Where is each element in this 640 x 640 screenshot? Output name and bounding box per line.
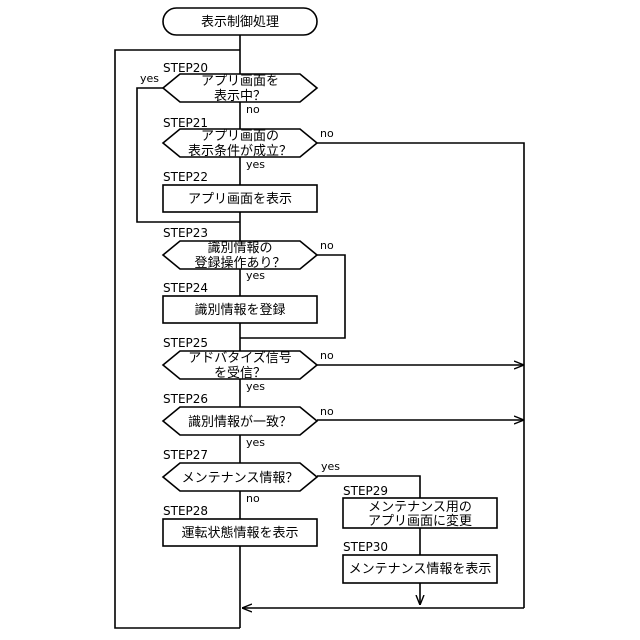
step27-no-label: no xyxy=(246,492,260,505)
step23-text-line2: 登録操作あり？ xyxy=(194,255,285,271)
step21-decision: STEP21 アプリ画面の 表示条件が成立？ no yes xyxy=(163,116,334,171)
step24-id: STEP24 xyxy=(163,281,208,295)
step27-decision: STEP27 メンテナンス情報？ yes no xyxy=(163,448,340,505)
step22-id: STEP22 xyxy=(163,170,208,184)
step23-text-line1: 識別情報の xyxy=(207,241,272,256)
step27-yes-label: yes xyxy=(321,460,340,473)
step27-id: STEP27 xyxy=(163,448,208,462)
step24-text: 識別情報を登録 xyxy=(194,303,285,318)
step30-id: STEP30 xyxy=(343,540,388,554)
step25-yes-label: yes xyxy=(246,380,265,393)
step21-text-line1: アプリ画面の xyxy=(201,129,279,144)
start-terminal: 表示制御処理 xyxy=(163,8,317,35)
step23-yes-label: yes xyxy=(246,269,265,282)
step20-decision: STEP20 アプリ画面を 表示中？ yes no xyxy=(140,61,317,116)
step25-text-line2: を受信？ xyxy=(214,366,266,381)
step22-text: アプリ画面を表示 xyxy=(188,192,292,207)
step29-id: STEP29 xyxy=(343,484,388,498)
step26-id: STEP26 xyxy=(163,392,208,406)
step26-decision: STEP26 識別情報が一致？ no yes xyxy=(163,392,334,449)
step25-no-label: no xyxy=(320,349,334,362)
start-terminal-label: 表示制御処理 xyxy=(201,15,279,30)
step20-no-label: no xyxy=(246,103,260,116)
step25-id: STEP25 xyxy=(163,336,208,350)
step29-text-line2: アプリ画面に変更 xyxy=(368,513,472,529)
step25-text-line1: アドバタイズ信号 xyxy=(188,350,292,366)
step28-id: STEP28 xyxy=(163,504,208,518)
step26-yes-label: yes xyxy=(246,436,265,449)
step26-no-label: no xyxy=(320,405,334,418)
step20-yes-label: yes xyxy=(140,72,159,85)
step28-text: 運転状態情報を表示 xyxy=(181,525,298,541)
step21-yes-label: yes xyxy=(246,158,265,171)
step23-decision: STEP23 識別情報の 登録操作あり？ no yes xyxy=(163,226,334,282)
step30-text: メンテナンス情報を表示 xyxy=(349,562,492,577)
step20-text-line1: アプリ画面を xyxy=(201,74,279,89)
step23-id: STEP23 xyxy=(163,226,208,240)
step25-decision: STEP25 アドバタイズ信号 を受信？ no yes xyxy=(163,336,334,393)
step23-no-label: no xyxy=(320,239,334,252)
step20-text-line2: 表示中？ xyxy=(214,89,266,104)
step26-text: 識別情報が一致？ xyxy=(188,415,292,430)
step27-text: メンテナンス情報？ xyxy=(182,471,299,486)
step21-text-line2: 表示条件が成立？ xyxy=(188,143,292,159)
step21-no-label: no xyxy=(320,127,334,140)
step20-id: STEP20 xyxy=(163,61,208,75)
step29-text-line1: メンテナンス用の xyxy=(368,500,472,515)
step21-id: STEP21 xyxy=(163,116,208,130)
